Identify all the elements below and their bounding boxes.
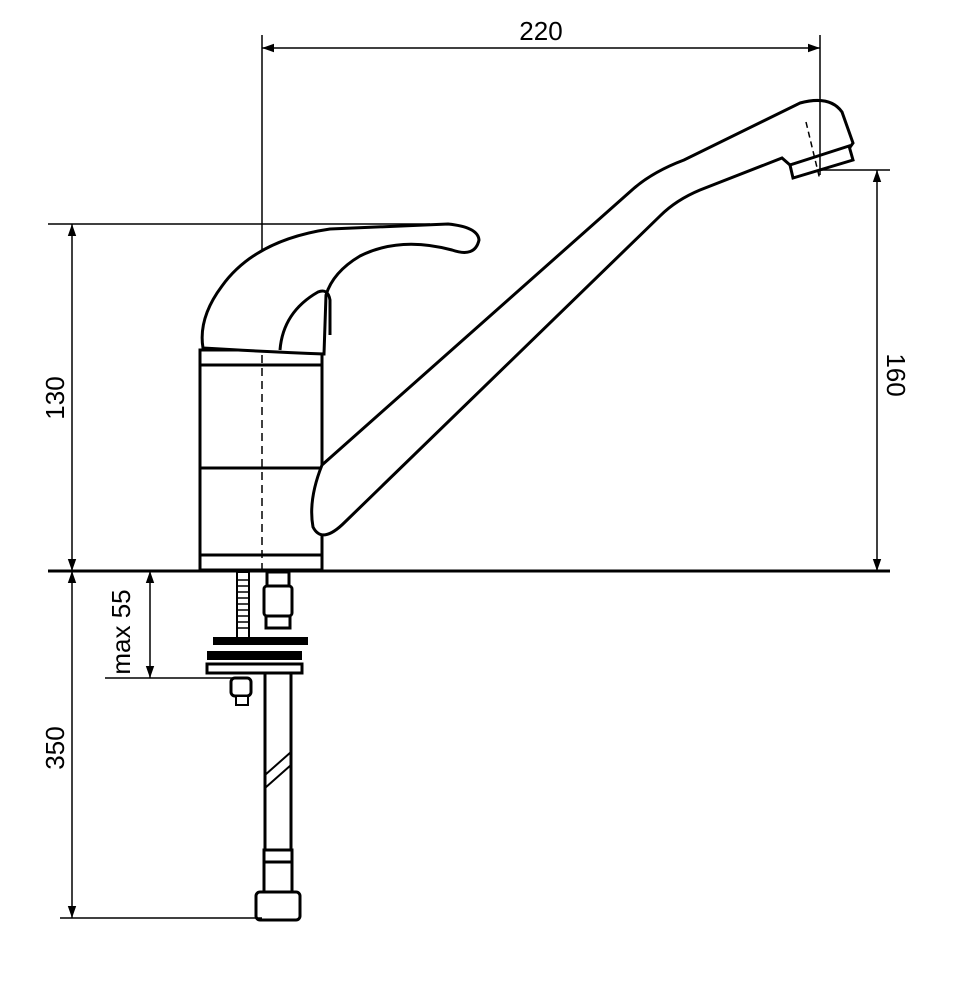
dim-220-label: 220 [519, 16, 562, 46]
dim-160-label: 160 [881, 353, 911, 396]
dim-max55-label: max 55 [106, 589, 136, 674]
spout [310, 99, 855, 537]
lever-handle [200, 222, 481, 356]
mounting-washers [205, 637, 308, 675]
dim-130-label: 130 [40, 376, 70, 419]
mounting-stud [229, 571, 253, 706]
faucet-body [198, 348, 324, 572]
dim-350-label: 350 [40, 726, 70, 769]
supply-hose [254, 570, 302, 922]
